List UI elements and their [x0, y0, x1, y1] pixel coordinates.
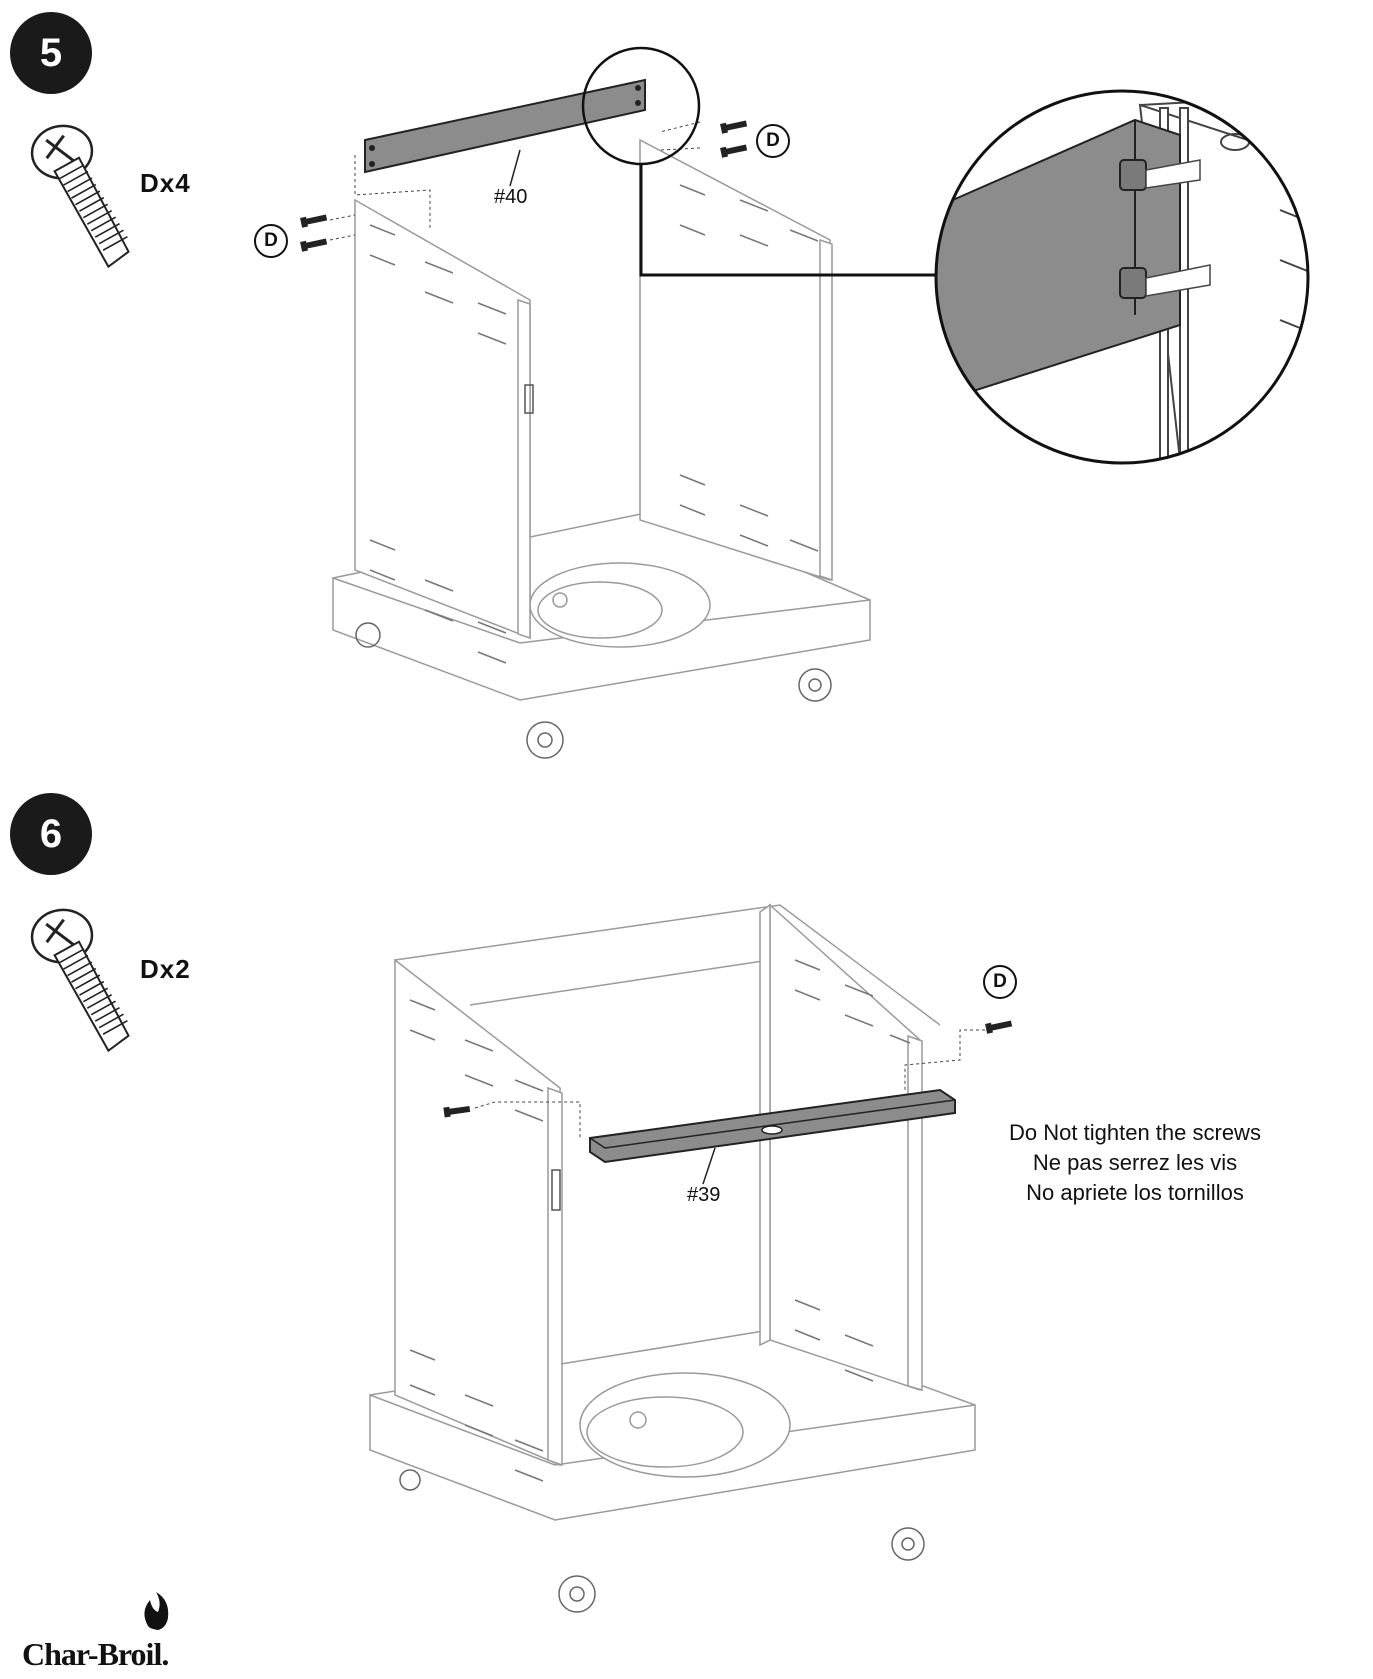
step-5-cart [332, 138, 871, 759]
note-line-en: Do Not tighten the screws [1009, 1120, 1261, 1145]
char-broil-logo: Char-Broil. [22, 1636, 169, 1672]
note-line-fr: Ne pas serrez les vis [1032, 1150, 1238, 1175]
step-5-screw-qty: Dx4 [140, 168, 191, 198]
logo-flame-icon [144, 1592, 169, 1630]
tightening-note: Do Not tighten the screws Ne pas serrez … [985, 1118, 1285, 1208]
hardware-d-callout: D [254, 224, 288, 258]
step-6-badge: 6 [10, 793, 92, 875]
screw-icon [27, 901, 133, 1061]
detail-magnified-view [934, 89, 1310, 465]
note-line-es: No apriete los tornillos [1026, 1180, 1244, 1205]
step-6-screws [443, 1018, 1013, 1140]
step-5-screws [300, 118, 748, 252]
step-6-number: 6 [39, 811, 63, 856]
step-6-screw-qty: Dx2 [140, 954, 191, 984]
step-6-cart [369, 903, 976, 1613]
part-40-label: #40 [494, 186, 528, 208]
part-39-label: #39 [687, 1184, 721, 1206]
step-5-badge: 5 [10, 12, 92, 94]
bar-39 [589, 1088, 956, 1185]
panel-40 [364, 78, 646, 187]
hardware-d-callout: D [983, 965, 1017, 999]
hardware-d-callout: D [756, 124, 790, 158]
screw-icon [27, 117, 133, 277]
zoom-leader-line [639, 164, 935, 277]
step-5-number: 5 [39, 30, 63, 75]
